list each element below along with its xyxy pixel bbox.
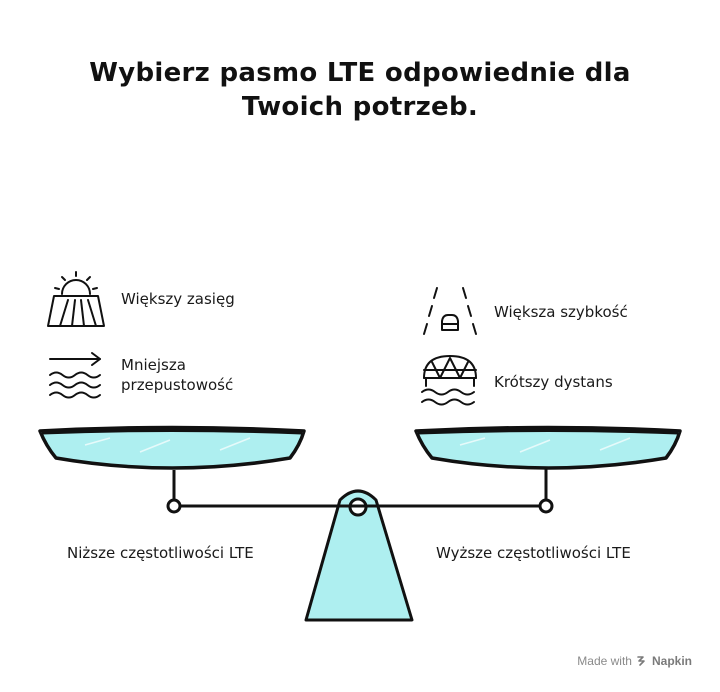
label-wider-range: Większy zasięg: [121, 290, 235, 308]
left-pan: [38, 425, 306, 470]
caption-lower-frequencies: Niższe częstotliwości LTE: [67, 544, 254, 562]
footer-brand: Napkin: [651, 654, 692, 668]
diagram-title: Wybierz pasmo LTE odpowiednie dla Twoich…: [60, 56, 660, 124]
sunrise-field-icon: [47, 271, 105, 327]
right-joint: [538, 498, 554, 514]
title-line-1: Wybierz pasmo LTE odpowiednie dla: [89, 58, 631, 88]
title-line-2: Twoich potrzeb.: [241, 92, 479, 122]
car-road-icon: [423, 287, 477, 335]
label-shorter-distance: Krótszy dystans: [494, 373, 613, 391]
right-pan: [414, 425, 682, 470]
left-joint: [166, 498, 182, 514]
label-lower-throughput-line1: Mniejsza: [121, 356, 186, 374]
footer-made-with: Made with: [577, 654, 632, 668]
caption-higher-frequencies: Wyższe częstotliwości LTE: [436, 544, 631, 562]
napkin-logo-icon: [637, 656, 645, 666]
footer-watermark: Made with Napkin: [577, 654, 692, 668]
bridge-waves-icon: [421, 355, 477, 406]
fulcrum: [304, 489, 414, 622]
label-lower-throughput: Mniejsza przepustowość: [121, 355, 233, 395]
label-lower-throughput-line2: przepustowość: [121, 376, 234, 394]
arrow-waves-icon: [49, 352, 101, 399]
label-higher-speed: Większa szybkość: [494, 303, 628, 321]
